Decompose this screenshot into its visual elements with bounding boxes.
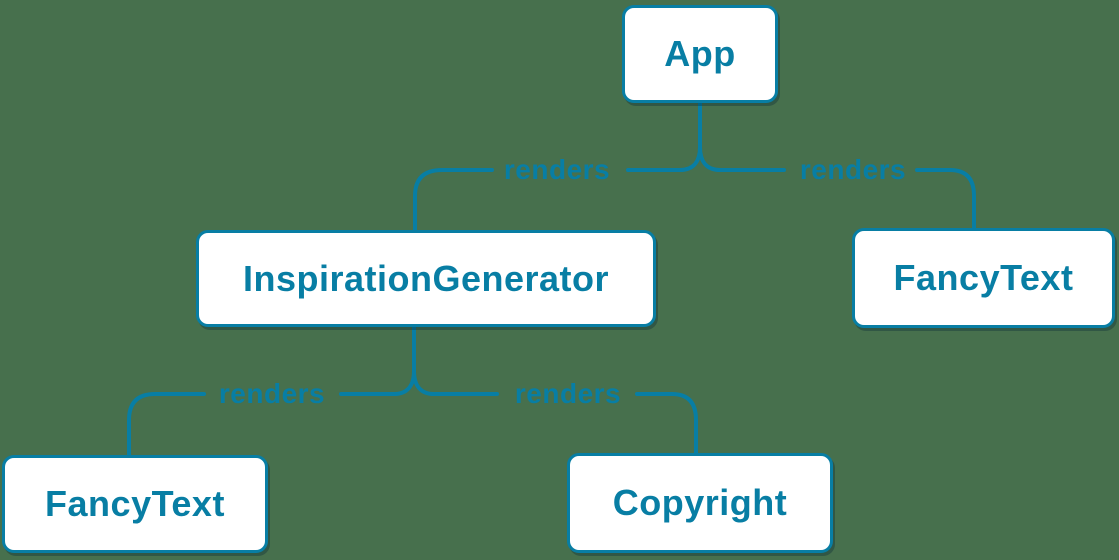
node-fancy-text-top-label: FancyText — [893, 257, 1074, 298]
node-app-label: App — [664, 33, 736, 74]
node-fancy-text-bottom: FancyText — [2, 455, 268, 553]
node-app: App — [622, 5, 778, 103]
node-inspiration-generator: InspirationGenerator — [196, 230, 656, 327]
edge-label-renders-4: renders — [514, 378, 622, 409]
node-fancy-text-bottom-label: FancyText — [45, 483, 225, 524]
node-copyright: Copyright — [567, 453, 833, 553]
edge-label-renders-1: renders — [503, 154, 611, 185]
node-copyright-label: Copyright — [612, 482, 788, 523]
edge-label-renders-3: renders — [218, 378, 326, 409]
node-fancy-text-top: FancyText — [852, 228, 1115, 328]
node-inspiration-generator-label: InspirationGenerator — [242, 257, 610, 299]
edge-label-renders-2: renders — [799, 154, 907, 185]
